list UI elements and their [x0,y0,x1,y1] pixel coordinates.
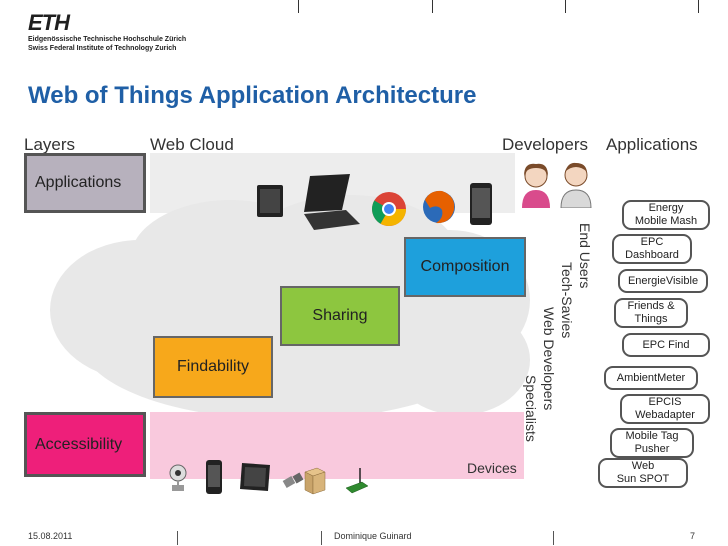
app-mobile-tag-pusher: Mobile Tag Pusher [610,428,694,458]
developers-header: Developers [502,135,588,154]
applications-layer: Applications [24,153,146,213]
app-energievisible: EnergieVisible [618,269,708,293]
male-developer-icon [560,162,592,208]
footer-divider [321,531,322,545]
layers-header: Layers [24,135,76,154]
developer-type-web-developers: Web Developers [541,307,557,411]
footer-author: Dominique Guinard [334,531,412,541]
institution-english: Swiss Federal Institute of Technology Zu… [28,45,177,52]
developer-type-tech-savies: Tech-Savies [559,262,575,339]
sensor-icon [282,472,304,488]
header-divider [565,0,566,13]
findability-step: Findability [153,336,273,398]
footer-page-number: 7 [690,531,696,541]
applications-header: Applications [606,135,698,154]
app-epc-find: EPC Find [622,333,710,357]
web-cloud-header: Web Cloud [150,135,234,154]
phone-icon [206,460,222,494]
smartphone-icon [470,183,492,225]
header-divider [432,0,433,13]
accessibility-layer: Accessibility [24,412,146,477]
footer-date: 15.08.2011 [28,531,73,541]
header-divider [698,0,699,13]
eth-logo: ETH [28,10,70,35]
app-friends-things: Friends & Things [614,298,688,328]
app-energy-mobile-mash: Energy Mobile Mash [622,200,710,230]
rfid-box-icon [304,467,326,495]
app-epcis-webadapter: EPCIS Webadapter [620,394,710,424]
tablet-icon [257,185,283,217]
footer-divider [177,531,178,545]
devices-label: Devices [467,460,517,476]
app-ambientmeter: AmbientMeter [604,366,698,390]
footer-divider [553,531,554,545]
developer-type-specialists: Specialists [523,375,539,442]
chrome-icon [372,192,406,226]
tablet-icon [240,463,270,491]
firefox-icon [423,190,455,224]
webcam-icon [169,464,187,491]
header-divider [298,0,299,13]
developer-type-end-users: End Users [577,223,593,289]
page-title: Web of Things Application Architecture [28,82,477,109]
laptop-icon [304,174,360,230]
female-developer-icon [522,163,550,208]
app-epc-dashboard: EPC Dashboard [612,234,692,264]
sharing-step: Sharing [280,286,400,346]
sunspot-icon [345,468,369,494]
institution-german: Eidgenössische Technische Hochschule Zür… [28,36,187,43]
app-web-sun-spot: Web Sun SPOT [598,458,688,488]
composition-step: Composition [404,237,526,297]
